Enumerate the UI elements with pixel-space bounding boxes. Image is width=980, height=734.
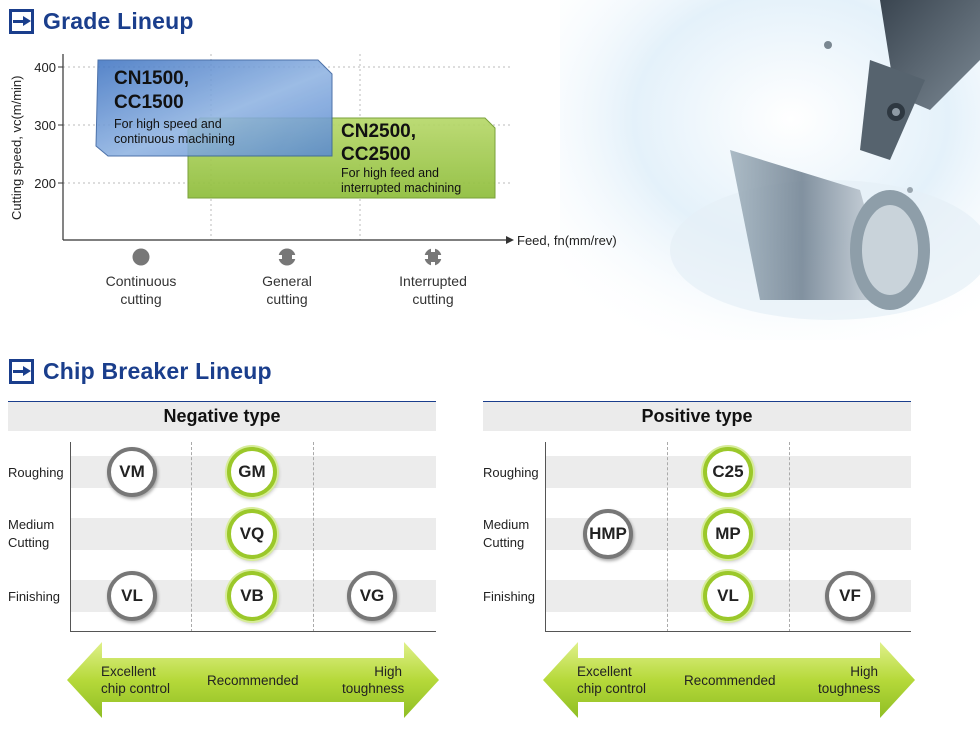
chip-breaker-vq: VQ xyxy=(227,509,277,559)
negative-type-title: Negative type xyxy=(163,406,281,426)
grade-1-name-line2: CC1500 xyxy=(114,92,184,113)
row-label-medium: Medium Cutting xyxy=(483,516,529,552)
grade-chart: 400 300 200 Cutting speed, vc(m/min) Fee… xyxy=(9,54,617,248)
scale-right-line1: High xyxy=(374,664,402,679)
panel-y-axis xyxy=(545,442,546,632)
scale-left-line2: chip control xyxy=(101,681,171,696)
grade-2-desc-line1: For high feed and xyxy=(341,166,439,180)
positive-type-title: Positive type xyxy=(641,406,753,426)
category-continuous: Continuous cutting xyxy=(81,272,201,308)
category-general-line2: cutting xyxy=(266,291,308,307)
cn1500-grade-block xyxy=(95,59,333,157)
category-general: General cutting xyxy=(227,272,347,308)
panel-x-axis xyxy=(70,631,436,632)
chip-breaker-hmp: HMP xyxy=(583,509,633,559)
section-arrow-icon xyxy=(9,358,34,384)
chip-breaker-vl: VL xyxy=(107,571,157,621)
section-arrow-icon xyxy=(9,8,34,34)
category-interrupted: Interrupted cutting xyxy=(373,272,493,308)
row-label-medium: Medium Cutting xyxy=(8,516,54,552)
category-continuous-line1: Continuous xyxy=(105,273,177,289)
grade-2-name-line1: CN2500, xyxy=(341,121,416,142)
solid-disc-icon xyxy=(132,248,150,266)
positive-type-panel: Positive type Roughing Medium Cutting Fi… xyxy=(483,398,913,643)
category-interrupted-line2: cutting xyxy=(412,291,454,307)
grade-1-desc-line2: continuous machining xyxy=(114,132,235,146)
x-axis-arrow-icon xyxy=(506,236,514,244)
row-label-medium-line2: Cutting xyxy=(483,535,525,550)
column-divider xyxy=(313,442,314,632)
row-label-medium-line1: Medium xyxy=(8,517,55,532)
grade-2-name-line2: CC2500 xyxy=(341,144,411,165)
y-tick-400: 400 xyxy=(34,60,56,75)
negative-scale-left: Excellent chip control xyxy=(101,663,170,697)
row-label-roughing: Roughing xyxy=(483,465,539,480)
x-axis-label: Feed, fn(mm/rev) xyxy=(517,233,617,248)
negative-scale-middle: Recommended xyxy=(207,673,299,688)
scale-right-line2: toughness xyxy=(342,681,405,696)
column-divider xyxy=(667,442,668,632)
cross-notched-disc-icon xyxy=(424,248,442,266)
negative-scale-right: High toughness xyxy=(342,663,405,697)
row-label-medium-line2: Cutting xyxy=(8,535,50,550)
row-label-finishing: Finishing xyxy=(483,589,536,604)
y-tick-200: 200 xyxy=(34,176,56,191)
negative-scale-arrow-icon xyxy=(67,642,439,718)
row-label-finishing: Finishing xyxy=(8,589,61,604)
turning-insert-image xyxy=(560,0,980,340)
grade-1-name-line1: CN1500, xyxy=(114,68,189,89)
category-interrupted-line1: Interrupted xyxy=(399,273,467,289)
negative-type-header: Negative type xyxy=(8,401,436,431)
panel-x-axis xyxy=(545,631,911,632)
positive-type-header: Positive type xyxy=(483,401,911,431)
row-label-roughing: Roughing xyxy=(8,465,64,480)
chip-breaker-vb: VB xyxy=(227,571,277,621)
grade-lineup-heading: Grade Lineup xyxy=(9,6,194,36)
notched-disc-icon xyxy=(278,248,296,266)
scale-left-line1: Excellent xyxy=(577,664,632,679)
chip-breaker-vl: VL xyxy=(703,571,753,621)
positive-scale-arrow-icon xyxy=(543,642,915,718)
y-axis-label: Cutting speed, vc(m/min) xyxy=(9,76,24,221)
scale-right-line1: High xyxy=(850,664,878,679)
y-tick-300: 300 xyxy=(34,118,56,133)
row-label-medium-line1: Medium xyxy=(483,517,530,532)
category-continuous-line2: cutting xyxy=(120,291,162,307)
positive-scale-left: Excellent chip control xyxy=(577,663,646,697)
positive-scale-middle: Recommended xyxy=(684,673,776,688)
scale-left-line1: Excellent xyxy=(101,664,156,679)
column-divider xyxy=(789,442,790,632)
chip-breaker-title: Chip Breaker Lineup xyxy=(43,357,272,384)
grade-1-desc-line1: For high speed and xyxy=(114,117,222,131)
negative-type-panel: Negative type Roughing Medium Cutting Fi… xyxy=(8,398,438,643)
panel-y-axis xyxy=(70,442,71,632)
grade-lineup-title: Grade Lineup xyxy=(43,7,194,34)
chip-breaker-gm: GM xyxy=(227,447,277,497)
column-divider xyxy=(191,442,192,632)
chip-breaker-vm: VM xyxy=(107,447,157,497)
chip-breaker-c25: C25 xyxy=(703,447,753,497)
chip-breaker-vg: VG xyxy=(347,571,397,621)
scale-right-line2: toughness xyxy=(818,681,881,696)
chip-breaker-heading: Chip Breaker Lineup xyxy=(9,356,272,386)
positive-scale-right: High toughness xyxy=(818,663,881,697)
chip-breaker-vf: VF xyxy=(825,571,875,621)
grade-2-desc-line2: interrupted machining xyxy=(341,181,461,195)
scale-left-line2: chip control xyxy=(577,681,647,696)
category-general-line1: General xyxy=(262,273,312,289)
chip-breaker-mp: MP xyxy=(703,509,753,559)
